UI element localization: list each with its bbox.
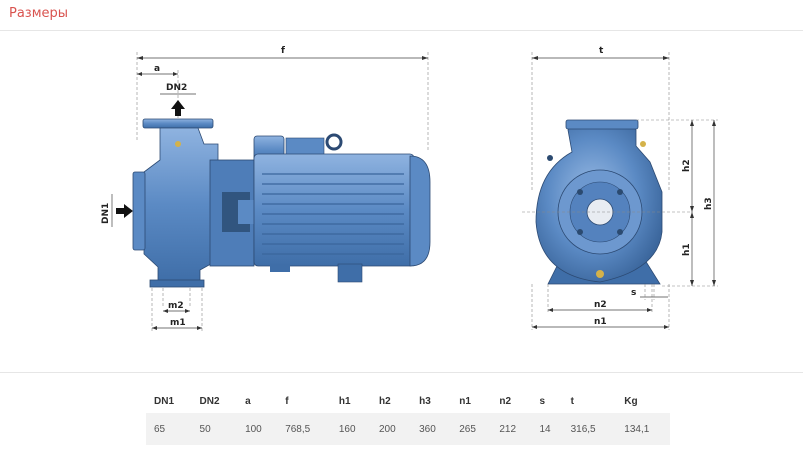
- table-cell: 65: [146, 413, 192, 445]
- column-header: DN1: [154, 395, 175, 407]
- table-row: 65 50 100 768,5 160 200 360 265 212 14 3…: [146, 413, 670, 445]
- side-view: f a DN2 DN1: [101, 46, 431, 332]
- table-cell: 360: [411, 413, 452, 445]
- dim-label-m1: m1: [170, 318, 186, 328]
- dim-label-h2: h2: [682, 159, 692, 172]
- column-header: t: [570, 395, 574, 407]
- dim-label-m2: m2: [168, 301, 184, 311]
- content-divider: [0, 372, 803, 373]
- table-cell: 100: [237, 413, 278, 445]
- column-header: h1: [338, 395, 351, 407]
- dim-label-t: t: [599, 46, 604, 56]
- table-cell: 265: [451, 413, 492, 445]
- dim-label-n1: n1: [594, 317, 607, 327]
- table-cell: 200: [371, 413, 412, 445]
- column-header: h3: [419, 395, 431, 407]
- section-title: Размеры: [9, 6, 69, 21]
- column-header: n2: [499, 395, 512, 407]
- table-cell: 14: [531, 413, 563, 445]
- dim-label-s: s: [631, 288, 636, 298]
- table-cell: 316,5: [562, 413, 617, 445]
- column-header: Kg: [624, 395, 638, 407]
- dim-label-f: f: [281, 46, 285, 56]
- column-header: f: [285, 395, 289, 407]
- dim-label-dn1: DN1: [101, 203, 111, 224]
- table-cell: 50: [191, 413, 238, 445]
- column-header: s: [539, 395, 546, 407]
- column-header: h2: [379, 395, 391, 407]
- column-header: n1: [459, 395, 471, 407]
- dim-label-h1: h1: [682, 243, 692, 256]
- dim-label-a: a: [154, 64, 160, 74]
- table-cell: 160: [330, 413, 371, 445]
- dimensions-table: DN1 DN2 a f h1 h2 h3 n1 n2 s t Kg 65 50 …: [146, 389, 670, 445]
- table-cell: 134,1: [616, 413, 670, 445]
- table-cell: 768,5: [277, 413, 331, 445]
- dim-label-dn2: DN2: [166, 83, 187, 93]
- table-cell: 212: [491, 413, 532, 445]
- table-header-row: DN1 DN2 a f h1 h2 h3 n1 n2 s t Kg: [146, 389, 670, 413]
- front-view: t h2 h1 h3: [522, 46, 718, 330]
- title-divider: [0, 30, 803, 31]
- pump-dimension-drawing: f a DN2 DN1: [101, 46, 718, 332]
- column-header: DN2: [199, 395, 220, 407]
- dim-label-n2: n2: [594, 300, 607, 310]
- dim-label-h3: h3: [704, 197, 714, 210]
- column-header: a: [245, 395, 251, 407]
